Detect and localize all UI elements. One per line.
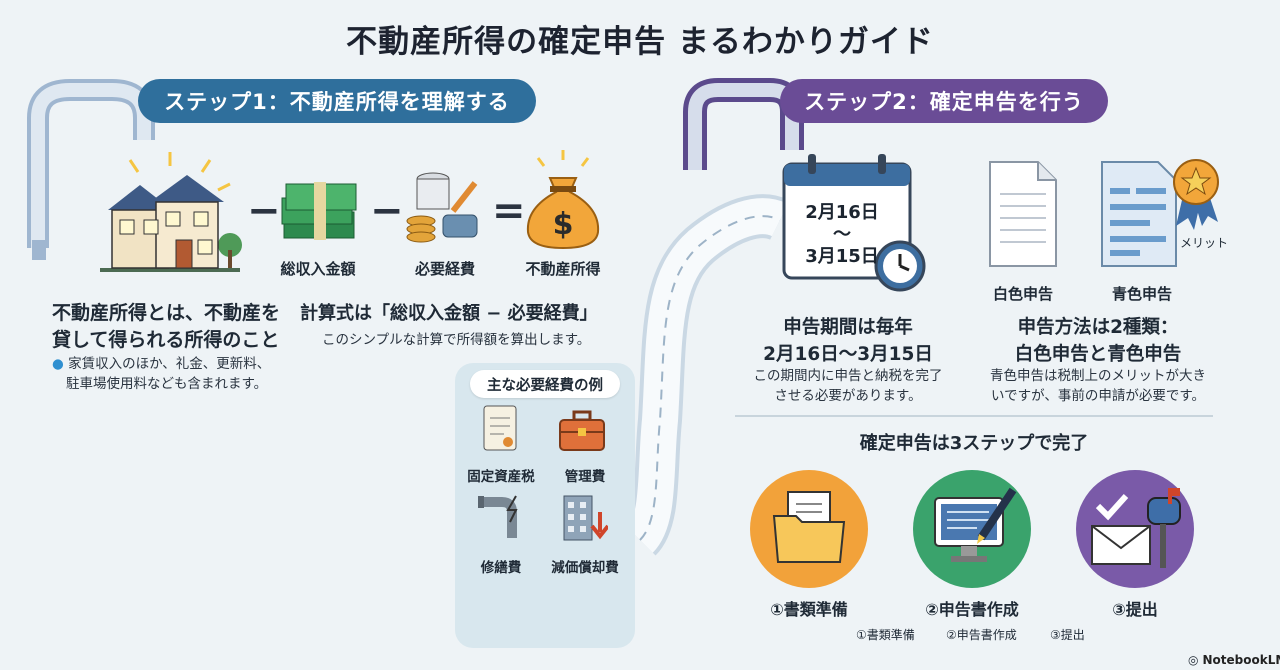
period-heading: 申告期間は毎年 2月16日〜3月15日 (763, 317, 933, 365)
step-label-create: ②申告書作成 (925, 600, 1019, 619)
document-icon (483, 405, 517, 451)
step-label-prepare: ①書類準備 (770, 600, 848, 619)
step2-banner: ステップ2：確定申告を行う (780, 79, 1108, 123)
mailbox-icon (1091, 488, 1181, 568)
equals-sign: = (492, 188, 526, 234)
three-steps-heading: 確定申告は3ステップで完了 (859, 433, 1089, 454)
merit-label: メリット (1180, 236, 1229, 250)
method-note: 青色申告は税制上のメリットが大き いですが、事前の申請が必要です。 (990, 368, 1206, 404)
notebooklm-logo-icon: ◎ (1188, 653, 1199, 667)
money-bag-icon: $ (526, 150, 600, 250)
expense-label-repair: 修繕費 (480, 560, 522, 576)
pipe-icon (478, 495, 518, 538)
brand-watermark: ◎ NotebookLM (1188, 653, 1280, 667)
step-small-prepare: ①書類準備 (856, 628, 915, 642)
expense-label-depreciation: 減価償却費 (551, 560, 619, 576)
formula-heading: 計算式は「総収入金額 − 必要経費」 (300, 303, 598, 324)
expense-tools-icon (406, 172, 478, 243)
formula-term-result: 不動産所得 (525, 260, 601, 278)
brand-name: NotebookLM (1202, 653, 1280, 667)
formula-term-income: 総収入金額 (280, 260, 356, 278)
blue-form-icon (1101, 159, 1219, 267)
building-down-icon (563, 495, 608, 541)
step-small-create: ②申告書作成 (946, 628, 1017, 642)
step-small-submit: ③提出 (1050, 628, 1085, 642)
cash-stack-icon (281, 182, 357, 240)
step-label-submit: ③提出 (1112, 600, 1158, 619)
section-divider (735, 415, 1213, 417)
calendar-icon (782, 154, 926, 292)
house-icon (100, 152, 242, 272)
method-heading: 申告方法は2種類： 白色申告と青色申告 (1014, 317, 1182, 365)
folder-icon (772, 491, 846, 563)
expense-label-tax: 固定資産税 (467, 469, 535, 485)
minus-sign: − (370, 188, 404, 234)
step1-banner: ステップ1：不動産所得を理解する (138, 79, 536, 123)
computer-pen-icon (934, 487, 1017, 562)
definition-bullet: ● 家賃収入のほか、礼金、更新料、 駐車場使用料なども含まれます。 (52, 356, 271, 392)
blue-form-label: 青色申告 (1111, 285, 1172, 303)
expense-label-management: 管理費 (564, 469, 606, 485)
period-note: この期間内に申告と納税を完了 させる必要があります。 (753, 368, 943, 404)
white-form-icon (989, 161, 1057, 267)
white-form-label: 白色申告 (992, 285, 1053, 303)
svg-text:$: $ (553, 207, 574, 242)
formula-note: このシンプルな計算で所得額を算出します。 (322, 332, 591, 348)
calendar-dates: 2月16日 〜 3月15日 (805, 202, 879, 267)
page-title: 不動産所得の確定申告 まるわかりガイド (346, 24, 934, 60)
expense-card-title: 主な必要経費の例 (470, 370, 620, 398)
formula-term-expense: 必要経費 (414, 260, 475, 278)
toolbox-icon (559, 410, 605, 451)
bullet-dot: ● (52, 356, 64, 372)
definition-heading: 不動産所得とは、不動産を 貸して得られる所得のこと (52, 302, 281, 351)
minus-sign: − (247, 188, 281, 234)
